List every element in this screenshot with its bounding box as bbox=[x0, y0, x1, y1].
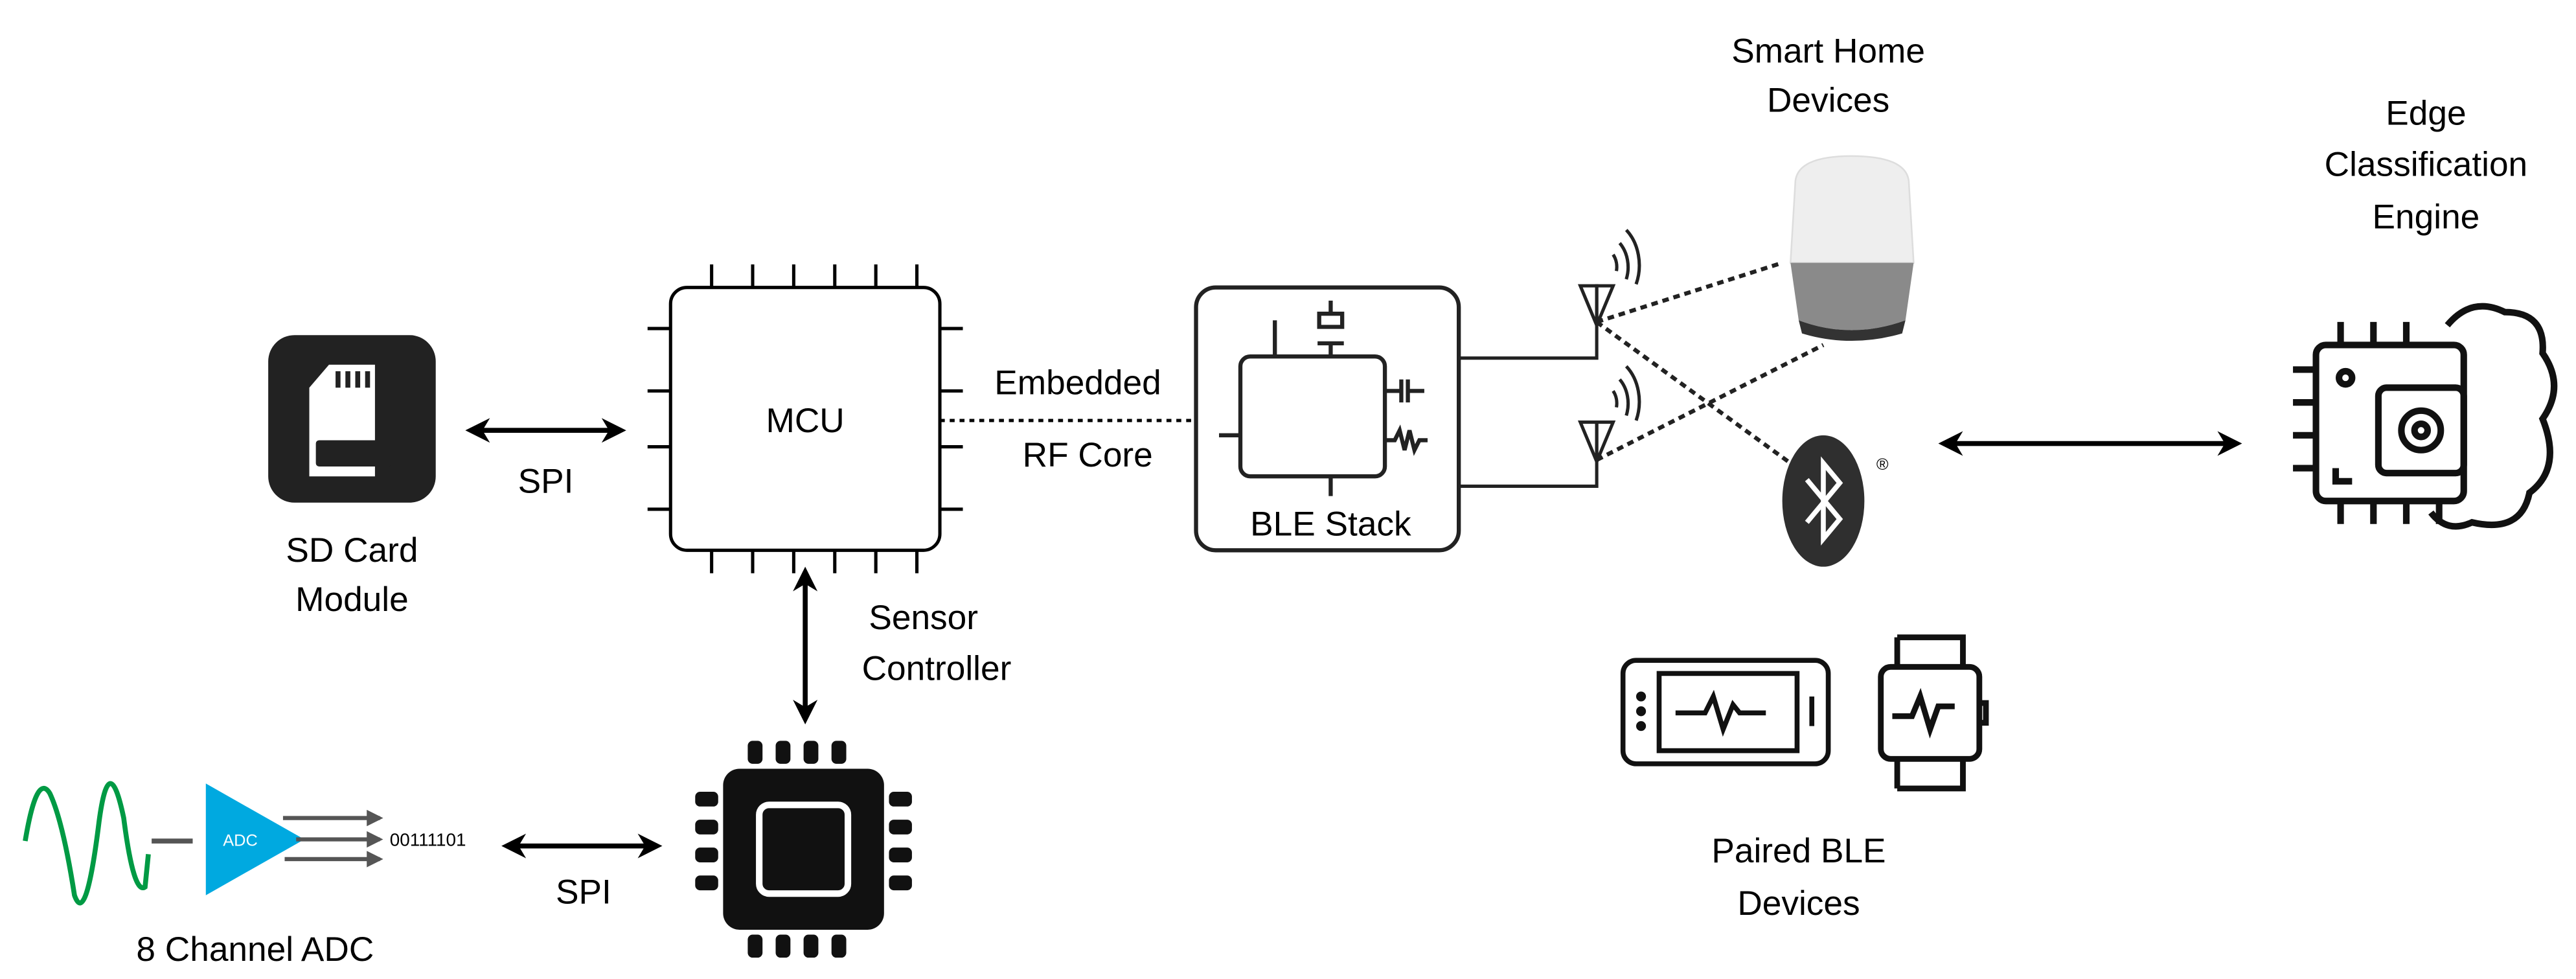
registered-mark: ® bbox=[1876, 455, 1889, 474]
sd-card-icon bbox=[268, 335, 436, 503]
wireless-links bbox=[1595, 260, 1825, 465]
ble-stack-label: BLE Stack bbox=[1250, 505, 1411, 543]
adc-output-arrows bbox=[282, 809, 383, 868]
sd-card-label-2: Module bbox=[295, 581, 409, 619]
adc-chip-label: ADC bbox=[223, 832, 258, 850]
adc-label: 8 Channel ADC bbox=[136, 930, 374, 969]
rf-label-2: RF Core bbox=[1023, 436, 1153, 474]
paired-label-2: Devices bbox=[1737, 884, 1860, 923]
smart-home-label-2: Devices bbox=[1767, 81, 1889, 119]
ai-chip-brain-icon bbox=[2293, 303, 2558, 530]
sensor-chip-icon bbox=[695, 741, 912, 958]
paired-label-1: Paired BLE bbox=[1711, 832, 1886, 870]
sensor-label-1: Sensor bbox=[869, 599, 978, 637]
rf-label-1: Embedded bbox=[994, 363, 1161, 402]
mcu-label: MCU bbox=[766, 402, 845, 440]
smart-home-label-1: Smart Home bbox=[1731, 32, 1925, 70]
ble-stack-block bbox=[1194, 285, 1461, 553]
spi-label-bottom: SPI bbox=[556, 873, 611, 911]
mcu-block bbox=[647, 264, 963, 573]
spi-label-top: SPI bbox=[518, 463, 574, 501]
bluetooth-icon bbox=[1782, 435, 1865, 567]
antenna-icons bbox=[1459, 229, 1641, 488]
edge-label-1: Edge bbox=[2386, 95, 2466, 133]
sd-card-label-1: SD Card bbox=[286, 531, 418, 570]
sensor-label-2: Controller bbox=[862, 650, 1012, 688]
smartwatch-heartbeat-icon bbox=[1878, 634, 1989, 792]
analog-signal-icon bbox=[23, 781, 151, 906]
edge-label-3: Engine bbox=[2373, 198, 2480, 236]
smart-speaker-icon bbox=[1789, 155, 1915, 341]
tablet-heartbeat-icon bbox=[1620, 658, 1831, 766]
adc-triangle-icon bbox=[205, 783, 304, 895]
edge-label-2: Classification bbox=[2325, 145, 2528, 183]
adc-output-bits: 00111101 bbox=[390, 830, 466, 850]
